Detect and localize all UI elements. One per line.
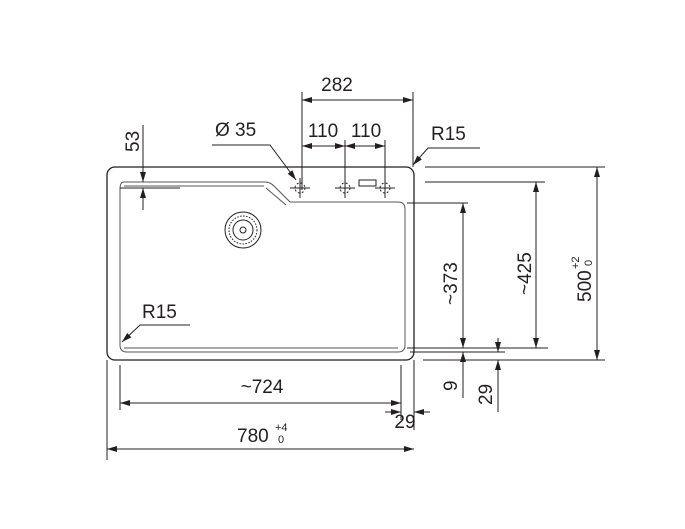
dim-tap-spacing-2: 110: [351, 121, 381, 142]
dim-overall-depth: 500: [575, 270, 596, 302]
dim-radius-top: R15: [431, 124, 466, 145]
drain-strainer-icon: [224, 211, 262, 249]
dim-rear-offset-9: 9: [441, 380, 462, 391]
sink-outline: [106, 166, 415, 361]
tap-hole-crosshair-icon: [290, 178, 395, 198]
dim-side-offset: 29: [394, 412, 415, 433]
dim-overall-width-tol-lower: 0: [278, 434, 284, 446]
dim-overall-width: 780: [237, 426, 269, 447]
dim-bowl-depth: ~373: [441, 262, 462, 305]
dimension-lines: [106, 92, 605, 460]
dim-inner-depth: ~425: [515, 252, 536, 295]
dim-tap-hole: Ø 35: [215, 120, 256, 141]
dim-overall-depth-tol-upper: +2: [570, 256, 582, 269]
dim-tap-spacing-1: 110: [308, 121, 338, 142]
dim-overall-depth-tol-lower: 0: [583, 260, 595, 266]
overflow-slot: [358, 179, 377, 187]
dim-front-ledge: 53: [123, 131, 144, 152]
dim-overall-width-tol-upper: +4: [275, 422, 288, 434]
dim-radius-bowl: R15: [142, 302, 177, 323]
dim-tap-span: 282: [321, 75, 353, 96]
dim-bowl-width: ~724: [241, 377, 284, 398]
drainboard-edge: [124, 185, 287, 206]
dim-rear-offset-29: 29: [476, 384, 497, 405]
bowl-outline: [119, 181, 406, 353]
